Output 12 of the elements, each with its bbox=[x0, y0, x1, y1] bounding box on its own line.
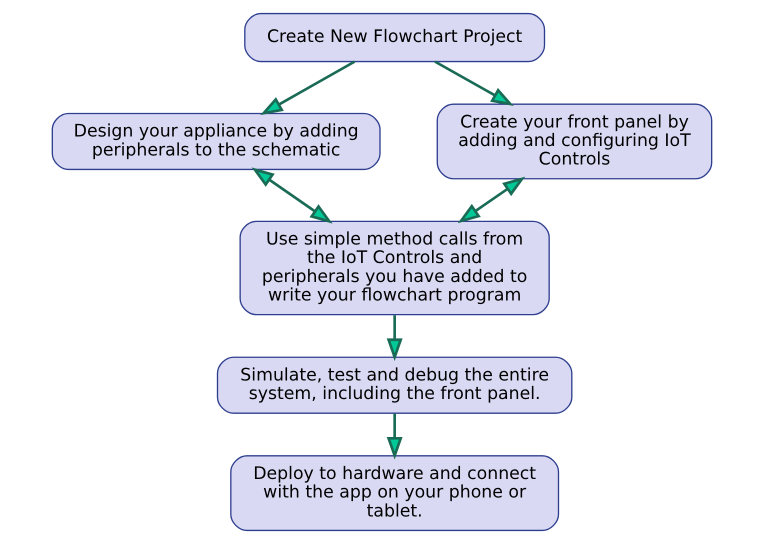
node-box: Create your front panel by adding and configuring IoT Controls bbox=[436, 104, 712, 180]
node-box: Create New Flowchart Project bbox=[244, 12, 545, 62]
node-box: Use simple method calls from the IoT Controls and peripherals you have added to write your flowchart program bbox=[238, 220, 550, 316]
arrow bbox=[251, 167, 332, 224]
arrow bbox=[457, 176, 525, 224]
node-box: Deploy to hardware and connect with the app on your phone or tablet. bbox=[230, 455, 559, 532]
node-box: Simulate, test and debug the entire system, including the front panel. bbox=[216, 356, 572, 414]
node-box: Design your appliance by adding peripherals to the schematic bbox=[51, 112, 380, 170]
arrow bbox=[386, 315, 402, 362]
arrow bbox=[434, 60, 514, 106]
arrow bbox=[386, 414, 402, 460]
arrow bbox=[260, 60, 355, 116]
